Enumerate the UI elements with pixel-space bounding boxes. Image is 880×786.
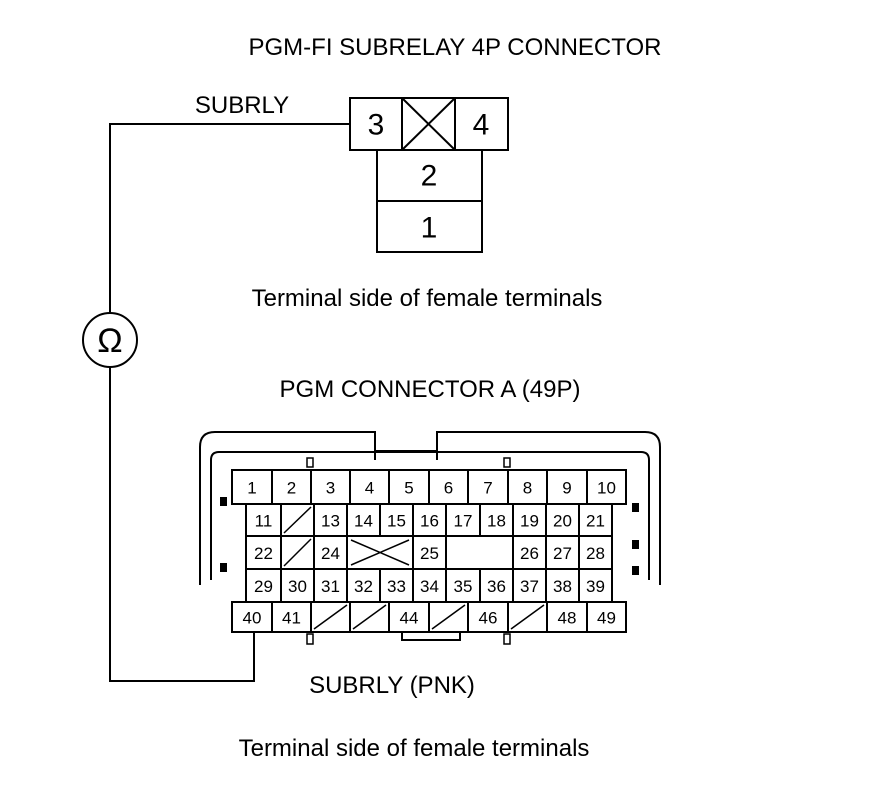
- ecm-pin-25: 25: [420, 544, 439, 563]
- ecm-pin-21-cell: [578, 503, 613, 537]
- ecm-pin-30-cell: [280, 568, 315, 603]
- ecm-pin-6: 6: [444, 479, 453, 498]
- ecm-pin-21: 21: [586, 512, 605, 531]
- ecm-pin-4-cell: [349, 469, 390, 505]
- ecm-pin-24-cell: [313, 535, 348, 570]
- ecm-pin-2-cell: [271, 469, 312, 505]
- subrelay-pin-3: 3: [368, 109, 385, 142]
- ecm-pin-29: 29: [254, 577, 273, 596]
- ecm-pin-7: 7: [483, 479, 492, 498]
- ecm-pin-35-cell: [445, 568, 481, 603]
- ecm-pin-41: 41: [282, 609, 301, 628]
- ecm-pin-40: 40: [243, 609, 262, 628]
- ecm-blank-cross: [350, 539, 410, 566]
- ecm-pin-15: 15: [387, 512, 406, 531]
- ecm-pin-4: 4: [365, 479, 374, 498]
- ecm-pin-14: 14: [354, 512, 373, 531]
- ecm-pin-19: 19: [520, 512, 539, 531]
- subrelay-pin-4: 4: [473, 109, 490, 142]
- ecm-blank-slash: [352, 604, 387, 630]
- probe-wire: [109, 123, 350, 682]
- ecm-pin-5: 5: [404, 479, 413, 498]
- ecm-pin-9: 9: [562, 479, 571, 498]
- ecm-pin-17-cell: [445, 503, 481, 537]
- ecm-blank-slash: [313, 604, 348, 630]
- ecm-pin-25-cell: [412, 535, 447, 570]
- ohm-symbol: Ω: [97, 322, 122, 360]
- ecm-blank-slash: [283, 538, 312, 567]
- ecm-blank-slash: [510, 604, 545, 630]
- ecm-pin-34: 34: [420, 577, 439, 596]
- ecm-pin-41-cell: [271, 601, 312, 633]
- ecm-pin-34-cell: [412, 568, 447, 603]
- ecm-blank-slash: [431, 604, 466, 630]
- ecm-pin-44: 44: [400, 609, 419, 628]
- ecm-pin-33: 33: [387, 577, 406, 596]
- ecm-pin-2: 2: [287, 479, 296, 498]
- ecm-pin-37: 37: [520, 577, 539, 596]
- ecm-pin-16: 16: [420, 512, 439, 531]
- ecm-pin-11: 11: [255, 512, 273, 531]
- ecm-pin-30: 30: [288, 577, 307, 596]
- ecm-pin-18: 18: [487, 512, 506, 531]
- ecm-pin-46: 46: [479, 609, 498, 628]
- ecm-pin-5-cell: [388, 469, 430, 505]
- ecm-pin-49-cell: [586, 601, 627, 633]
- ecm-pin-22: 22: [254, 544, 273, 563]
- subrelay-caption: Terminal side of female terminals: [252, 285, 603, 312]
- ecm-pin-32: 32: [354, 577, 373, 596]
- ecm-pin-1: 1: [247, 479, 256, 498]
- subrelay-probe-label: SUBRLY: [195, 92, 289, 119]
- ecm-pin-8: 8: [523, 479, 532, 498]
- ecm-pin-35: 35: [454, 577, 473, 596]
- ecm-pin-31: 31: [321, 577, 340, 596]
- ecm-pin-13: 13: [321, 512, 340, 531]
- ecm-pin-28: 28: [586, 544, 605, 563]
- subrelay-pin-2: 2: [421, 160, 438, 193]
- ecm-title: PGM CONNECTOR A (49P): [280, 376, 581, 403]
- ecm-blank-slash: [283, 506, 312, 534]
- subrelay-pin-1: 1: [421, 212, 438, 245]
- ecm-pin-19-cell: [512, 503, 547, 537]
- subrelay-connector: 3 4 2 1: [349, 97, 509, 253]
- ecm-pin-24: 24: [321, 544, 340, 563]
- ecm-pin-27: 27: [553, 544, 572, 563]
- ecm-pin-36: 36: [487, 577, 506, 596]
- subrelay-title: PGM-FI SUBRELAY 4P CONNECTOR: [249, 34, 662, 61]
- ecm-pin-26: 26: [520, 544, 539, 563]
- ecm-connector-housing: [199, 431, 661, 645]
- ecm-pin-17: 17: [454, 512, 473, 531]
- ecm-pin-15-cell: [379, 503, 414, 537]
- ecm-pin-10: 10: [597, 479, 616, 498]
- ecm-probe-label: SUBRLY (PNK): [309, 672, 475, 699]
- ecm-pin-49: 49: [597, 609, 616, 628]
- ecm-pin-39: 39: [586, 577, 605, 596]
- ecm-pin-3: 3: [326, 479, 335, 498]
- ecm-caption: Terminal side of female terminals: [239, 735, 590, 762]
- ecm-pin-20: 20: [553, 512, 572, 531]
- ecm-pin-39-cell: [578, 568, 613, 603]
- ecm-pin-44-cell: [388, 601, 430, 633]
- ecm-pin-38: 38: [553, 577, 572, 596]
- ohmmeter-icon: Ω: [82, 312, 138, 368]
- ecm-pin-48: 48: [558, 609, 577, 628]
